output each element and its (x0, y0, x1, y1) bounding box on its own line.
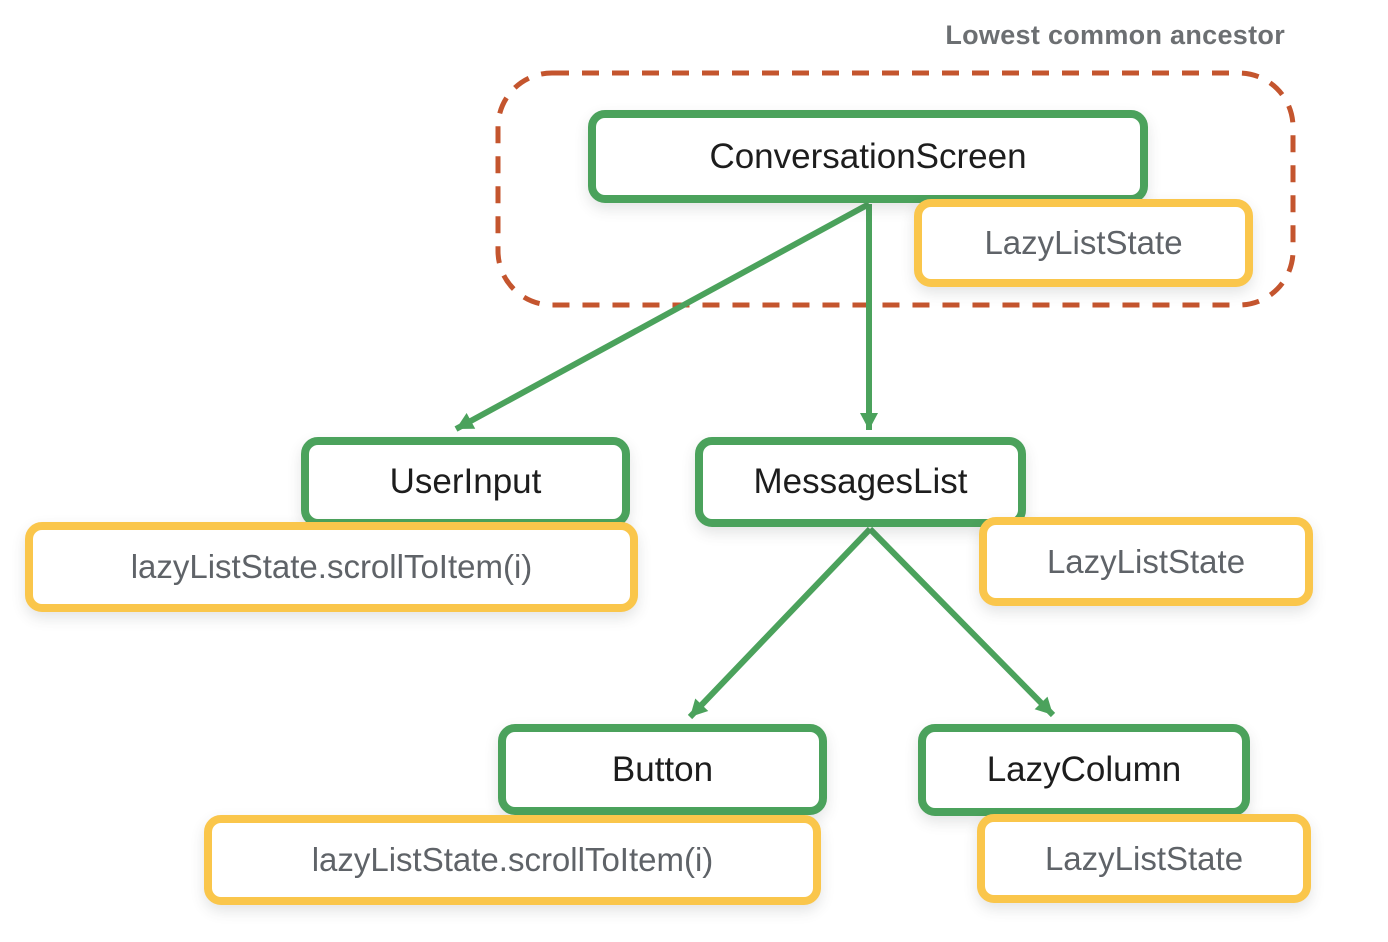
state-user-input-scrolltoitem-label: lazyListState.scrollToItem(i) (130, 548, 533, 585)
state-button-scrolltoitem-label: lazyListState.scrollToItem(i) (311, 841, 714, 878)
node-user-input: UserInput (301, 437, 630, 527)
arrow-messageslist-to-lazycolumn (867, 526, 1056, 718)
lowest-common-ancestor-outline (495, 70, 1296, 308)
state-lazy-column-lazyliststate: LazyListState (977, 814, 1311, 903)
node-lazy-column: LazyColumn (918, 724, 1250, 816)
state-conversation-screen-lazyliststate-label: LazyListState (984, 224, 1183, 261)
state-conversation-screen-lazyliststate: LazyListState (914, 199, 1253, 287)
node-button-label: Button (611, 749, 714, 789)
node-button: Button (498, 724, 827, 815)
node-conversation-screen-label: ConversationScreen (709, 136, 1027, 176)
node-messages-list-label: MessagesList (753, 462, 968, 501)
node-messages-list: MessagesList (695, 437, 1026, 527)
state-messages-list-lazyliststate-label: LazyListState (1046, 542, 1246, 580)
state-button-scrolltoitem: lazyListState.scrollToItem(i) (204, 815, 821, 905)
state-user-input-scrolltoitem: lazyListState.scrollToItem(i) (25, 522, 638, 612)
node-conversation-screen: ConversationScreen (588, 110, 1148, 203)
state-lazy-column-lazyliststate-label: LazyListState (1044, 839, 1244, 877)
lowest-common-ancestor-label: Lowest common ancestor (945, 20, 1285, 50)
node-user-input-label: UserInput (389, 462, 542, 501)
arrow-conversationscreen-to-userinput (454, 201, 871, 432)
state-messages-list-lazyliststate: LazyListState (979, 517, 1313, 606)
node-lazy-column-label: LazyColumn (986, 750, 1182, 789)
arrow-messageslist-to-button (687, 526, 873, 720)
